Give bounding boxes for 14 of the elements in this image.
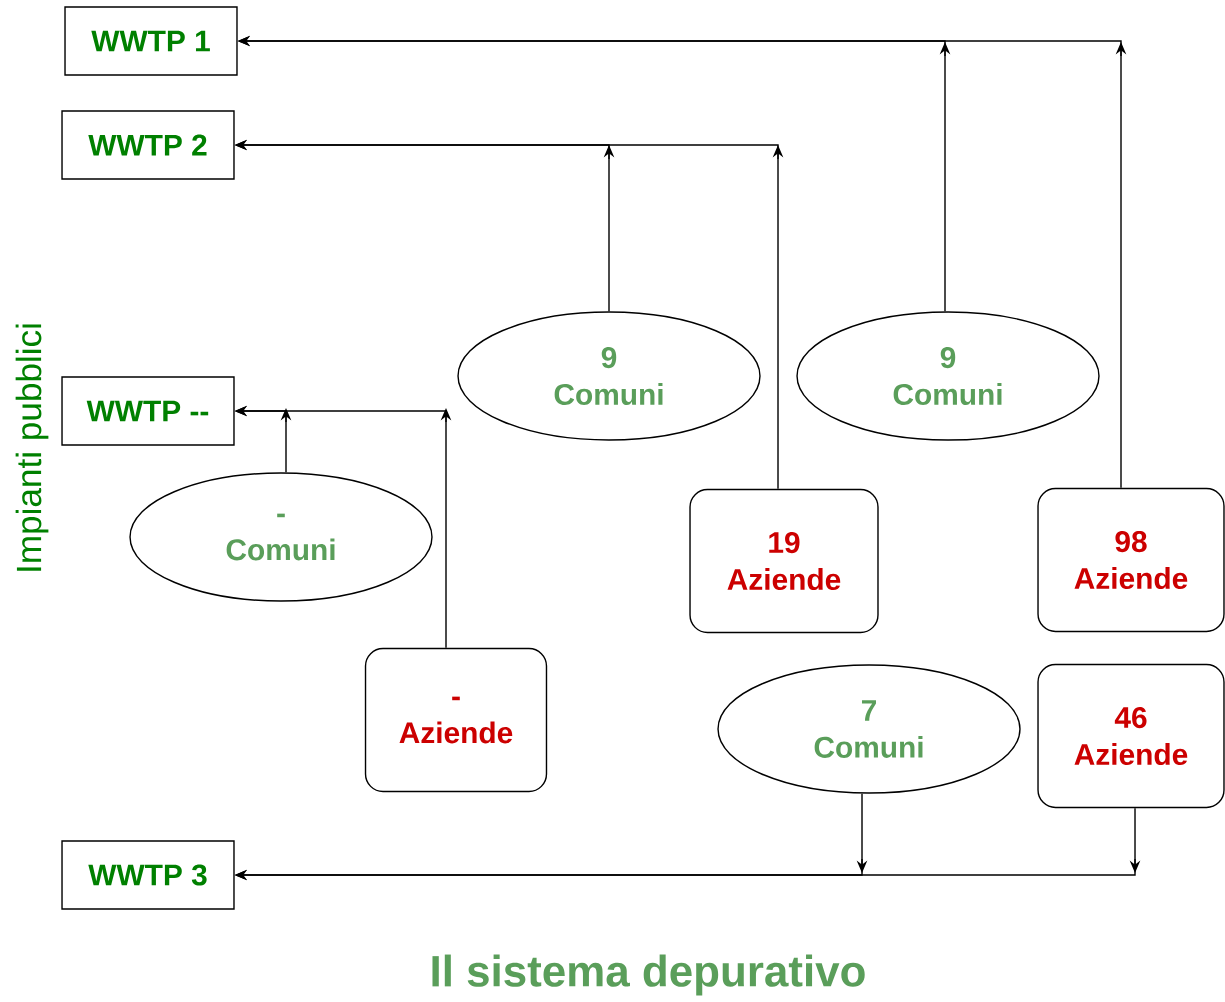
ellipse-node: 9 Comuni bbox=[457, 311, 761, 441]
process-box: WWTP 2 bbox=[61, 110, 235, 180]
process-box: WWTP 1 bbox=[64, 6, 238, 76]
rounded-box: 98 Aziende bbox=[1037, 487, 1225, 633]
rounded-box: 46 Aziende bbox=[1037, 663, 1225, 809]
title: Il sistema depurativo bbox=[432, 954, 865, 996]
ellipse-node: - Comuni bbox=[129, 472, 433, 602]
rounded-box: 19 Aziende bbox=[689, 488, 879, 634]
process-box: WWTP 3 bbox=[61, 840, 235, 910]
process-box: WWTP -- bbox=[61, 376, 235, 446]
rounded-box: - Aziende bbox=[364, 647, 548, 793]
side-label: Impianti pubblici bbox=[15, 324, 49, 571]
ellipse-node: 7 Comuni bbox=[717, 664, 1021, 794]
ellipse-node: 9 Comuni bbox=[796, 311, 1100, 441]
